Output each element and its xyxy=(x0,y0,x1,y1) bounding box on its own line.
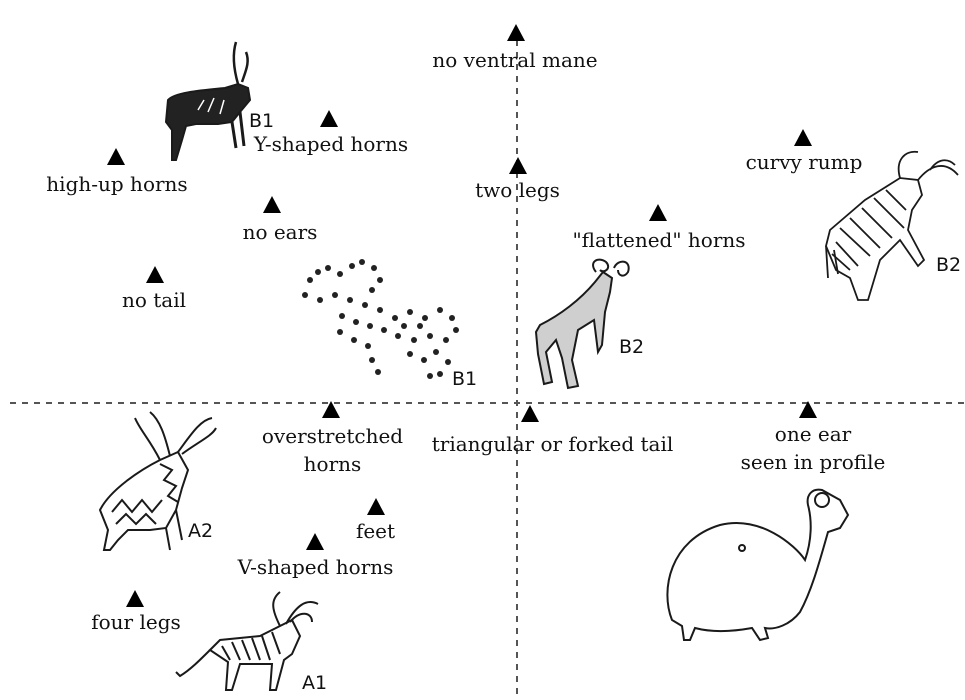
goat-figure-b1-top xyxy=(166,42,250,160)
trait-v-shaped-horns: V-shaped horns xyxy=(228,553,403,581)
trait-overstretched-horns-line1: overstretched xyxy=(250,422,415,450)
triangle-marker-icon xyxy=(107,148,125,165)
trait-high-up-horns: high-up horns xyxy=(38,170,196,198)
goat-figure-profile xyxy=(667,490,848,640)
code-b2-center: B2 xyxy=(619,336,644,358)
triangle-marker-icon xyxy=(521,405,539,422)
code-b1-top: B1 xyxy=(249,110,274,132)
trait-four-legs: four legs xyxy=(84,608,188,636)
goat-figure-a1 xyxy=(176,592,318,690)
trait-no-ears: no ears xyxy=(232,218,328,246)
trait-overstretched-horns: overstretched horns xyxy=(250,422,415,478)
triangle-marker-icon xyxy=(146,266,164,283)
trait-flattened-horns: "flattened" horns xyxy=(562,226,756,254)
goat-figure-b1-center xyxy=(302,259,459,379)
goat-figure-b2-center xyxy=(536,260,629,388)
triangle-marker-icon xyxy=(509,157,527,174)
trait-one-ear-in-profile: one ear seen in profile xyxy=(728,420,898,476)
code-a1: A1 xyxy=(302,672,327,694)
triangle-marker-icon xyxy=(126,590,144,607)
trait-y-shaped-horns: Y-shaped horns xyxy=(246,130,416,158)
trait-no-tail: no tail xyxy=(112,286,196,314)
triangle-marker-icon xyxy=(794,129,812,146)
trait-no-ventral-mane: no ventral mane xyxy=(425,46,605,74)
trait-curvy-rump: curvy rump xyxy=(738,148,870,176)
trait-one-ear-line2: seen in profile xyxy=(728,448,898,476)
trait-one-ear-line1: one ear xyxy=(728,420,898,448)
triangle-marker-icon xyxy=(649,204,667,221)
trait-triangular-or-forked-tail: triangular or forked tail xyxy=(420,430,685,458)
triangle-marker-icon xyxy=(507,24,525,41)
trait-feet: feet xyxy=(348,517,403,545)
code-b2-right: B2 xyxy=(936,254,961,276)
code-a2: A2 xyxy=(188,520,213,542)
code-b1-center: B1 xyxy=(452,368,477,390)
triangle-marker-icon xyxy=(367,498,385,515)
triangle-marker-icon xyxy=(263,196,281,213)
trait-overstretched-horns-line2: horns xyxy=(250,450,415,478)
triangle-marker-icon xyxy=(320,110,338,127)
trait-two-legs: two legs xyxy=(465,176,570,204)
triangle-marker-icon xyxy=(306,533,324,550)
